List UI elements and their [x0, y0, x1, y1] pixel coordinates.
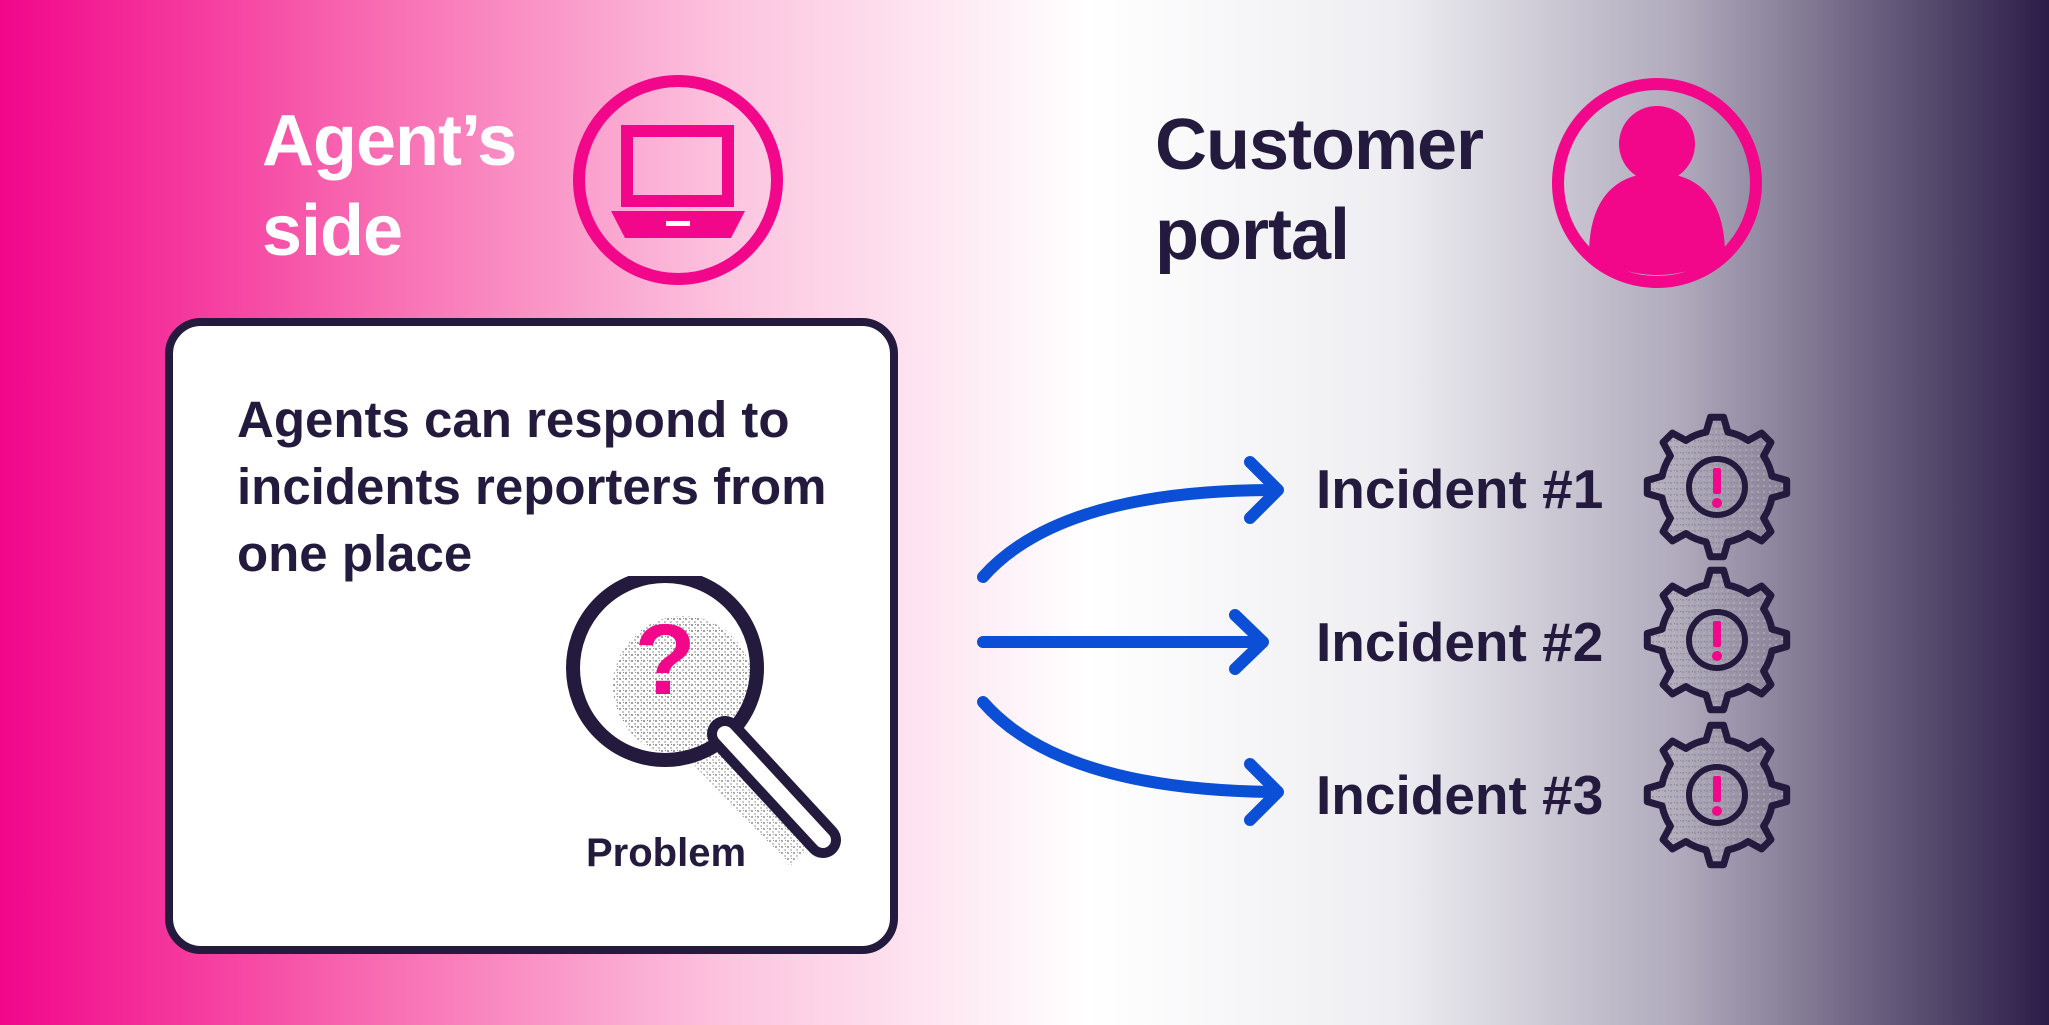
- person-icon: [1549, 75, 1765, 291]
- problem-label: Problem: [586, 831, 747, 875]
- gear-alert-icon: [1640, 410, 1794, 564]
- connector-arrows: [960, 440, 1300, 840]
- svg-text:?: ?: [634, 604, 695, 716]
- card-description: Agents can respond to incidents reporter…: [237, 391, 827, 582]
- incident-label: Incident #3: [1316, 764, 1604, 826]
- arrow-incident-1: [977, 484, 1281, 583]
- customer-portal-title: Customer portal: [1155, 105, 1484, 275]
- arrow-incident-3: [977, 696, 1281, 798]
- agent-side-title: Agent’s side: [262, 101, 517, 271]
- incident-label: Incident #2: [1316, 611, 1604, 673]
- gear-alert-icon: [1640, 563, 1794, 717]
- info-card: Agents can respond to incidents reporter…: [165, 318, 898, 954]
- incident-label: Incident #1: [1316, 458, 1604, 520]
- magnifier-question-icon: ?: [565, 569, 865, 916]
- laptop-icon: [571, 73, 785, 287]
- gear-alert-icon: [1640, 718, 1794, 872]
